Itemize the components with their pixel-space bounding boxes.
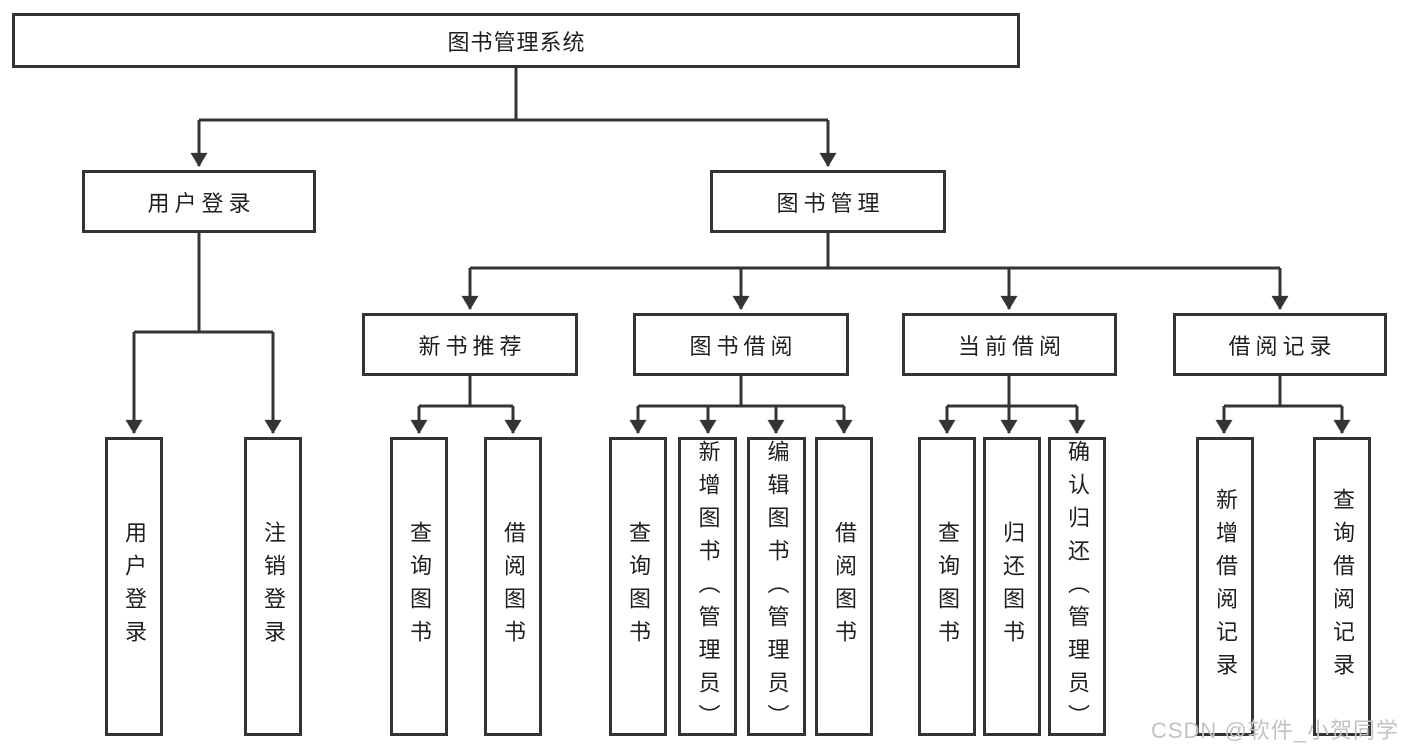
leaf-query-books-borrow: 查询图书: [609, 437, 667, 736]
leaf-borrow-books-recommend-label: 借阅图书: [501, 520, 526, 653]
leaf-query-books-recommend-label: 查询图书: [407, 520, 432, 653]
leaf-return-book: 归还图书: [983, 437, 1041, 736]
leaf-logout: 注销登录: [244, 437, 302, 736]
node-borrow-record: 借阅记录: [1173, 313, 1387, 376]
leaf-return-book-label: 归还图书: [1000, 520, 1025, 653]
leaf-borrow-books: 借阅图书: [815, 437, 873, 736]
leaf-borrow-books-recommend: 借阅图书: [484, 437, 542, 736]
node-book-management-module: 图书管理: [710, 170, 946, 233]
node-current-borrow: 当前借阅: [902, 313, 1117, 376]
node-system-root: 图书管理系统: [12, 13, 1020, 68]
node-book-borrow-label: 图书借阅: [689, 333, 798, 359]
node-user-login-module-label: 用户登录: [147, 190, 256, 216]
leaf-query-books-current-label: 查询图书: [935, 520, 960, 653]
leaf-query-books-borrow-label: 查询图书: [626, 520, 651, 653]
node-new-book-recommend-label: 新书推荐: [418, 333, 527, 359]
leaf-edit-book-admin-label: 编辑图书（管理员）: [764, 440, 790, 737]
leaf-query-borrow-record-label: 查询借阅记录: [1330, 487, 1355, 686]
leaf-confirm-return-admin: 确认归还（管理员）: [1048, 437, 1106, 737]
node-borrow-record-label: 借阅记录: [1228, 333, 1337, 359]
leaf-add-book-admin: 新增图书（管理员）: [678, 437, 737, 737]
leaf-user-login: 用户登录: [105, 437, 163, 736]
leaf-add-borrow-record: 新增借阅记录: [1196, 437, 1254, 736]
leaf-edit-book-admin: 编辑图书（管理员）: [747, 437, 806, 737]
leaf-borrow-books-label: 借阅图书: [832, 520, 857, 653]
node-current-borrow-label: 当前借阅: [957, 333, 1066, 359]
node-book-borrow: 图书借阅: [633, 313, 849, 376]
leaf-query-books-current: 查询图书: [918, 437, 976, 736]
node-system-root-label: 图书管理系统: [447, 29, 586, 55]
leaf-add-borrow-record-label: 新增借阅记录: [1213, 487, 1238, 686]
node-new-book-recommend: 新书推荐: [362, 313, 578, 376]
csdn-watermark: CSDN @软件_小贺同学: [1150, 718, 1399, 743]
leaf-confirm-return-admin-label: 确认归还（管理员）: [1065, 440, 1090, 737]
leaf-query-books-recommend: 查询图书: [390, 437, 448, 736]
leaf-add-book-admin-label: 新增图书（管理员）: [695, 440, 721, 737]
leaf-logout-label: 注销登录: [261, 520, 286, 653]
node-user-login-module: 用户登录: [82, 170, 316, 233]
node-book-management-module-label: 图书管理: [776, 190, 885, 216]
leaf-user-login-label: 用户登录: [122, 520, 147, 653]
leaf-query-borrow-record: 查询借阅记录: [1313, 437, 1371, 736]
